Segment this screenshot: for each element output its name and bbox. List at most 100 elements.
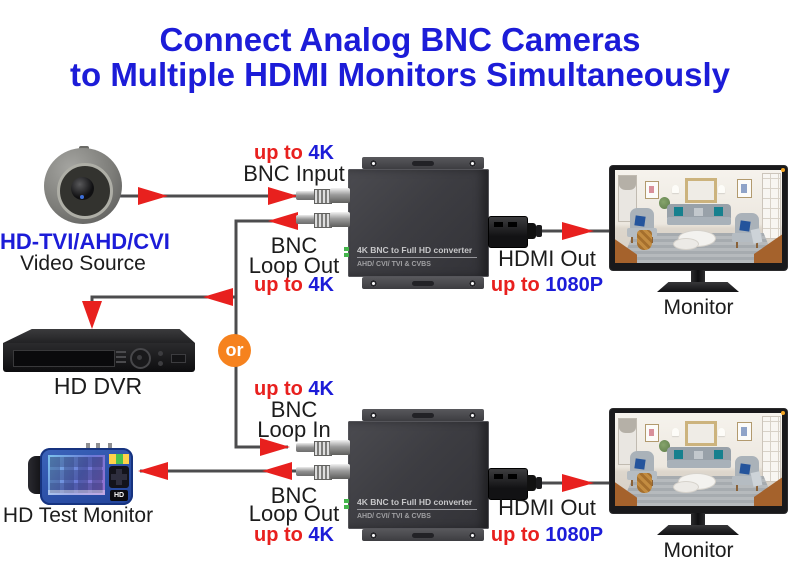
room-art-frame [645,181,659,199]
room-sofa [667,204,731,228]
dvr-top-face [3,329,195,343]
mount-slot [412,533,434,538]
room-armchair-right [732,456,766,491]
camera-type-label: HD-TVI/AHD/CVI [0,229,170,254]
test-monitor-strap [28,456,43,494]
bnc-label: BNC [270,397,318,422]
loop-out-label: Loop Out [248,253,340,278]
monitor-label: Monitor [663,296,734,319]
screw-hole [370,532,377,539]
camera-lens [71,177,94,200]
resolution-4k-text: 4K [308,378,334,400]
test-monitor-port [96,443,100,449]
up-to-text: up to [253,378,303,400]
up-to-text: up to [490,274,540,296]
room-coffee-table [673,481,699,493]
converter-body: 4K BNC to Full HD converter AHD/ CVI/ TV… [348,169,489,277]
room-french-door [762,173,781,239]
hdmi-plug-neck [527,223,536,239]
room-mirror [685,178,717,203]
test-monitor-dpad [111,474,127,480]
title-line-2: to Multiple HDMI Monitors Simultaneously [70,56,730,93]
test-monitor-menubar [48,490,105,495]
loop-in-rating-label: up to 4K [230,378,358,400]
screw-hole [469,280,476,287]
power-led [781,168,785,172]
room-armchair-right [732,213,766,248]
arrow-down-icon [82,301,102,329]
up-to-text: up to [253,142,303,164]
bnc-input-rating-label: up to 4K [230,142,358,164]
or-badge: or [218,334,251,367]
mount-slot [412,413,434,418]
monitor-screen-image [615,413,782,506]
room-wall-light [672,185,679,193]
monitor-screen-image [615,170,782,263]
bnc-to-hdmi-converter: 4K BNC to Full HD converter AHD/ CVI/ TV… [296,407,489,541]
bnc-connector-top [296,188,350,204]
monitor-bezel [610,166,787,270]
mount-slot [412,281,434,286]
room-window-shade [619,176,636,190]
loop-out-rating-label: up to 4K [230,524,358,546]
hdmi-plug-slot [494,222,503,227]
arrow-right-icon [260,438,290,456]
dvr-disc-tray [13,350,115,367]
status-led [344,247,349,251]
hdmi-monitor: Monitor [610,409,787,562]
up-to-text: up to [253,524,303,546]
test-monitor-screen [48,455,105,495]
resolution-4k-text: 4K [308,274,334,296]
arrow-right-icon [268,187,298,205]
bnc-label: BNC [270,483,318,508]
arrow-right-icon [562,474,594,492]
converter-model-text: 4K BNC to Full HD converter [357,245,477,258]
hd-dvr-device [3,329,195,372]
up-to-text: up to [253,274,303,296]
room-rattan-stool [637,473,652,493]
test-monitor-port [86,443,90,449]
screw-hole [370,280,377,287]
test-monitor-app-grid [50,457,103,493]
arrow-left-icon [138,462,168,480]
monitor-stand-base [657,282,739,292]
converter-formats-text: AHD/ CVI/ TVI & CVBS [357,513,431,520]
mount-slot [412,161,434,166]
arrow-left-icon [262,462,292,480]
converter-mount-flange-top [362,157,484,169]
hdmi-cable-relief [536,477,542,489]
hd-test-monitor-device: HD [28,443,138,507]
hdmi-out-label: HDMI Out [498,246,596,271]
bnc-to-hdmi-converter: 4K BNC to Full HD converter AHD/ CVI/ TV… [296,155,489,289]
screw-hole [370,160,377,167]
resolution-4k-text: 4K [308,142,334,164]
screw-hole [469,532,476,539]
hdmi-plug-slot [508,222,517,227]
living-room-scene [615,170,782,263]
monitor-stand-neck [691,270,705,283]
bnc-connector-bottom [296,212,350,228]
hdmi-rating-label: up to 1080P [482,524,612,546]
title-line-1: Connect Analog BNC Cameras [159,21,641,58]
converter-body: 4K BNC to Full HD converter AHD/ CVI/ TV… [348,421,489,529]
test-monitor-port [108,443,112,449]
hdmi-cable-relief [536,225,542,237]
bnc-nut [330,440,350,455]
power-led [781,411,785,415]
dvr-nav-button [137,355,142,360]
room-plant [659,440,670,452]
room-wall-light [718,185,725,193]
bnc-nut [330,188,350,203]
bnc-barrel [296,215,316,224]
status-led [344,253,349,257]
analog-dome-camera [44,146,122,226]
hdmi-plug-neck [527,475,536,491]
dvr-button [158,351,163,356]
dvr-front-face [3,343,195,372]
room-sofa [667,447,731,471]
room-wall-light [672,428,679,436]
converter-mount-flange-bottom [362,529,484,541]
resolution-4k-text: 4K [308,524,334,546]
hdmi-monitor: Monitor [610,166,787,319]
